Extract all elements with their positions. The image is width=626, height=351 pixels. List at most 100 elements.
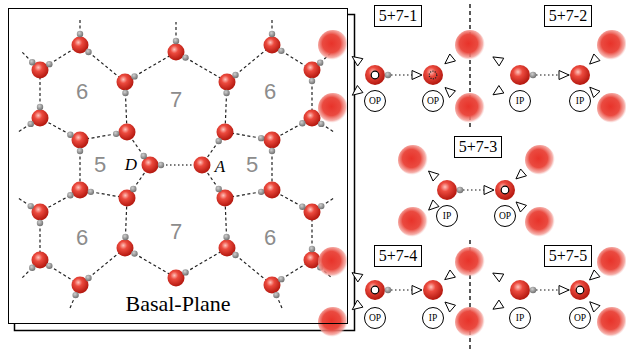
- hydrogen-atom: [318, 121, 324, 127]
- lattice: [18, 18, 334, 308]
- direction-triangle: [352, 273, 363, 282]
- pair-motifs: [318, 30, 626, 337]
- oxygen-atom: [32, 110, 49, 127]
- ring-size: 6: [264, 225, 276, 251]
- motif-name: 5+7-4: [379, 247, 417, 265]
- orientation-tag: IP: [516, 96, 524, 106]
- hydrogen-bond: [125, 52, 176, 82]
- direction-triangle: [590, 302, 600, 312]
- direction-triangle: [352, 57, 363, 66]
- orientation-tag: OP: [574, 313, 586, 323]
- orientation-circle: IP: [509, 307, 531, 329]
- direction-triangle: [445, 54, 456, 64]
- neighbour-atom: [597, 93, 626, 123]
- direction-triangle: [590, 54, 600, 64]
- hydrogen-bond: [227, 45, 272, 82]
- hydrogen-atom: [309, 78, 315, 84]
- orientation-tag: IP: [429, 313, 437, 323]
- hydrogen-bond: [176, 52, 227, 82]
- oxygen-atom: [117, 74, 134, 91]
- out-of-plane-mark: [429, 71, 437, 79]
- orientation-tag: IP: [443, 211, 451, 221]
- orientation-circle: OP: [422, 90, 444, 112]
- oxygen-atom: [495, 180, 515, 200]
- panel-title: Basal-Plane: [125, 291, 230, 317]
- orientation-circle: OP: [364, 90, 386, 112]
- hydrogen-atom: [130, 186, 136, 192]
- orientation-tag: OP: [499, 211, 511, 221]
- neighbour-atom: [525, 145, 555, 175]
- hydrogen-atom: [46, 61, 52, 67]
- oxygen-atom: [437, 180, 457, 200]
- motif-name: 5+7-3: [459, 138, 497, 156]
- hydrogen-atom: [317, 59, 323, 65]
- oxygen-atom: [117, 240, 134, 257]
- oxygen-atom: [510, 280, 530, 300]
- oxygen-atom: [72, 182, 89, 199]
- neighbour-atom: [597, 307, 626, 337]
- label-box: 5+7-5: [544, 245, 592, 267]
- oxygen-atom: [264, 182, 281, 199]
- label-box: 5+7-4: [374, 245, 422, 267]
- hydrogen-atom: [37, 104, 43, 110]
- hydrogen-atom: [278, 48, 284, 54]
- direction-triangle: [493, 300, 504, 309]
- direction-triangle: [559, 71, 569, 80]
- direction-triangle: [559, 286, 569, 295]
- ring-size: 6: [76, 225, 88, 251]
- out-of-plane-mark: [371, 71, 379, 79]
- panel-frame: Basal-Plane: [8, 8, 348, 324]
- direction-triangle: [352, 300, 363, 310]
- hydrogen-atom: [85, 275, 91, 281]
- hydrogen-atom: [113, 131, 119, 137]
- hydrogen-bond: [227, 248, 272, 285]
- hydrogen-atom: [173, 38, 179, 44]
- direction-triangle: [412, 286, 422, 295]
- neighbour-atom: [597, 30, 626, 60]
- neighbour-atom: [455, 247, 485, 277]
- label-box: 5+7-1: [374, 5, 422, 27]
- oxygen-atom: [304, 204, 321, 221]
- orientation-tag: IP: [576, 96, 584, 106]
- direction-triangle: [445, 88, 455, 98]
- oxygen-atom: [423, 280, 443, 300]
- orientation-circle: OP: [494, 205, 516, 227]
- neighbour-atom: [597, 247, 626, 277]
- neighbour-atom: [455, 307, 485, 337]
- direction-triangle: [484, 186, 494, 195]
- hydrogen-atom: [122, 90, 128, 96]
- ring-size: 7: [170, 87, 182, 113]
- ring-size: 7: [170, 219, 182, 245]
- hydrogen-atom: [77, 148, 83, 154]
- direction-triangle: [590, 87, 600, 97]
- oxygen-atom: [32, 204, 49, 221]
- oxygen-atom: [570, 280, 590, 300]
- hydrogen-atom: [131, 250, 137, 256]
- neighbour-atom: [455, 30, 485, 60]
- oxygen-atom: [365, 65, 385, 85]
- hydrogen-atom: [46, 263, 52, 269]
- hydrogen-atom: [85, 49, 91, 55]
- oxygen-atom: [264, 37, 281, 54]
- hydrogen-atom: [530, 72, 537, 79]
- direction-triangle: [493, 86, 504, 95]
- hydrogen-atom: [216, 138, 222, 144]
- label-box: 5+7-2: [544, 5, 592, 27]
- hydrogen-atom: [457, 187, 464, 194]
- hydrogen-atom: [223, 234, 229, 240]
- oxygen-atom: [168, 270, 185, 287]
- direction-triangle: [516, 202, 526, 212]
- orientation-circle: IP: [569, 90, 591, 112]
- hydrogen-atom: [232, 252, 238, 258]
- hydrogen-atom: [29, 59, 35, 65]
- orientation-circle: IP: [436, 205, 458, 227]
- ring-size: 5: [246, 152, 258, 178]
- hydrogen-atom: [385, 72, 392, 79]
- oxygen-atom: [168, 44, 185, 61]
- hydrogen-atom: [318, 203, 324, 209]
- hydrogen-atom: [88, 189, 94, 195]
- hydrogen-atom: [29, 265, 35, 271]
- oxygen-atom: [264, 132, 281, 149]
- orientation-tag: IP: [516, 313, 524, 323]
